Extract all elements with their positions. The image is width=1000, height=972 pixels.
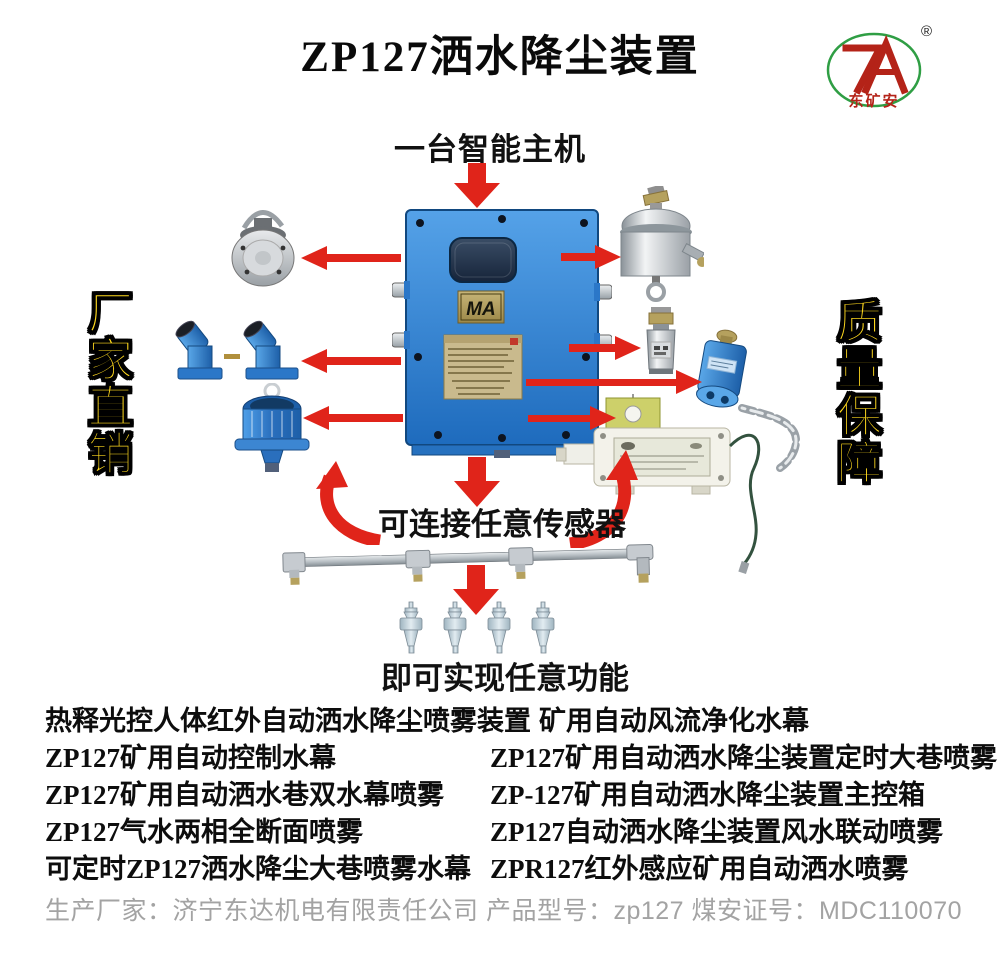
brand-logo: 东矿安 ® xyxy=(824,18,936,114)
wired-box-photo xyxy=(556,394,774,582)
curved-arrow-up-left-icon xyxy=(316,461,388,545)
product-row: 热释光控人体红外自动洒水降尘喷雾装置 矿用自动风流净化水幕 xyxy=(45,703,975,740)
arrow-down-icon xyxy=(452,163,502,208)
ma-certification-label: MA xyxy=(466,299,496,320)
host-label: 一台智能主机 xyxy=(394,132,586,167)
arrow-right-icon xyxy=(569,336,641,360)
product-name: ZP127气水两相全断面喷雾 xyxy=(45,817,364,847)
dome-sprayer-photo xyxy=(230,383,314,475)
sensor-photo-top-left xyxy=(224,204,302,290)
arrow-left-icon xyxy=(301,349,401,373)
left-banner: 厂家直销 xyxy=(81,289,133,478)
arrow-left-icon xyxy=(301,246,401,270)
product-name: 可定时ZP127洒水降尘大巷喷雾水幕 xyxy=(45,854,472,884)
main-controller-photo: MA xyxy=(392,205,612,458)
page-title: ZP127洒水降尘装置 xyxy=(300,34,700,81)
curved-arrow-up-right-icon xyxy=(562,450,638,548)
product-name: ZP127矿用自动洒水降尘装置定时大巷喷雾 xyxy=(490,743,998,773)
nozzle-row-photo xyxy=(396,600,566,660)
product-list: 热释光控人体红外自动洒水降尘喷雾装置 矿用自动风流净化水幕 ZP127矿用自动控… xyxy=(45,703,997,888)
sensor-pair-photo xyxy=(172,318,308,384)
arrow-right-icon xyxy=(561,245,621,269)
right-banner: 质量保障 xyxy=(830,298,882,487)
arrow-right-icon xyxy=(526,370,702,394)
small-sensor-photo xyxy=(636,307,686,377)
product-name: 热释光控人体红外自动洒水降尘喷雾装置 xyxy=(45,706,531,736)
logo-text: 东矿安 xyxy=(848,92,899,110)
product-name: ZP127矿用自动控制水幕 xyxy=(45,743,337,773)
product-row: ZP127矿用自动洒水巷双水幕喷雾 ZP-127矿用自动洒水降尘装置主控箱 xyxy=(45,777,975,814)
registered-mark: ® xyxy=(921,23,932,40)
product-name: 矿用自动风流净化水幕 xyxy=(539,706,809,736)
product-row: ZP127矿用自动控制水幕 ZP127矿用自动洒水降尘装置定时大巷喷雾 xyxy=(45,740,997,777)
product-name: ZP127自动洒水降尘装置风水联动喷雾 xyxy=(490,817,944,847)
arrow-right-icon xyxy=(528,406,616,430)
product-name: ZPR127红外感应矿用自动洒水喷雾 xyxy=(490,854,909,884)
manufacturer-info: 生产厂家：济宁东达机电有限责任公司 产品型号：zp127 煤安证号：MDC110… xyxy=(45,897,963,925)
arrow-left-icon xyxy=(303,406,403,430)
product-row: 可定时ZP127洒水降尘大巷喷雾水幕 ZPR127红外感应矿用自动洒水喷雾 xyxy=(45,851,975,888)
spray-pipe-photo xyxy=(281,538,675,594)
connect-label: 可连接任意传感器 xyxy=(378,507,626,542)
brand-logo-icon: 东矿安 ® xyxy=(826,23,932,110)
arrow-down-icon xyxy=(451,565,501,615)
arrow-down-icon xyxy=(452,457,502,507)
product-name: ZP-127矿用自动洒水降尘装置主控箱 xyxy=(490,780,925,810)
product-name: ZP127矿用自动洒水巷双水幕喷雾 xyxy=(45,780,445,810)
result-label: 即可实现任意功能 xyxy=(381,661,629,696)
product-row: ZP127气水两相全断面喷雾 ZP127自动洒水降尘装置风水联动喷雾 xyxy=(45,814,975,851)
solenoid-valve-photo xyxy=(610,186,704,302)
chain-sensor-photo xyxy=(692,324,814,479)
